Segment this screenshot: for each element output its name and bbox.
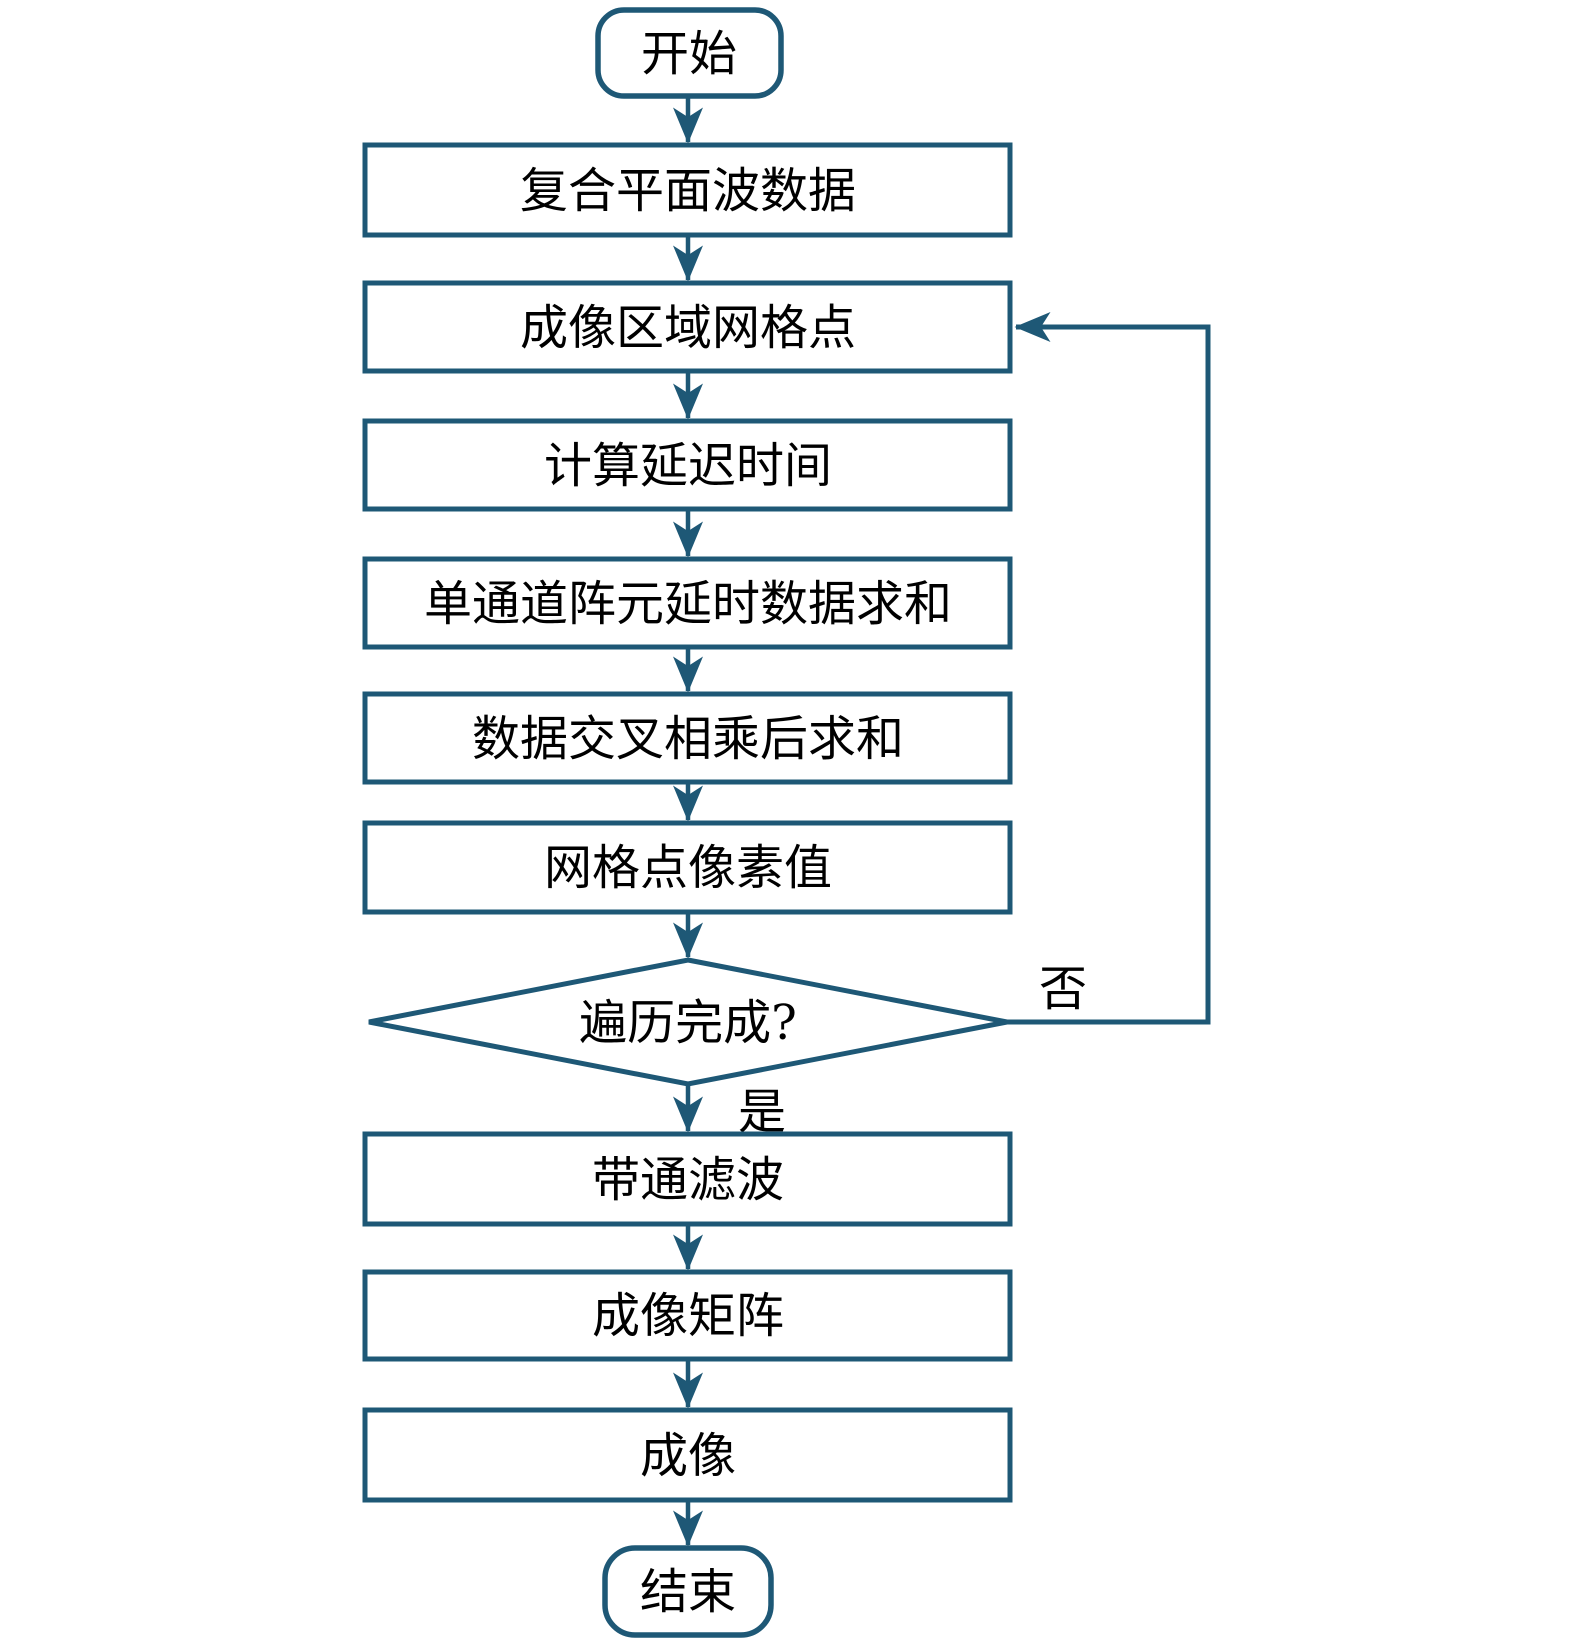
node-imaging-matrix-label: 成像矩阵 (592, 1288, 784, 1344)
node-start-label: 开始 (641, 26, 737, 82)
node-pixel-value-label: 网格点像素值 (544, 840, 832, 896)
branch-label-yes: 是 (738, 1084, 786, 1140)
arrow-loop-no-to-grid-points (1007, 312, 1211, 1025)
node-cross-multiply-sum-label: 数据交叉相乘后求和 (472, 711, 904, 767)
node-grid-points-label: 成像区域网格点 (520, 300, 856, 356)
node-imaging: 成像 (362, 1407, 1013, 1503)
node-bandpass-filter-label: 带通滤波 (592, 1152, 784, 1208)
branch-label-no: 否 (1039, 961, 1087, 1017)
node-end-label: 结束 (640, 1564, 736, 1620)
node-traversal-done-label: 遍历完成? (579, 995, 797, 1051)
node-grid-points: 成像区域网格点 (362, 280, 1013, 374)
node-cross-multiply-sum: 数据交叉相乘后求和 (362, 691, 1013, 785)
node-traversal-done: 遍历完成? (368, 957, 1008, 1087)
node-delay-time-label: 计算延迟时间 (544, 438, 832, 494)
node-imaging-matrix: 成像矩阵 (362, 1269, 1013, 1362)
node-bandpass-filter: 带通滤波 (362, 1131, 1013, 1227)
node-end: 结束 (602, 1545, 774, 1638)
node-delay-time: 计算延迟时间 (362, 418, 1013, 512)
node-channel-delay-sum-label: 单通道阵元延时数据求和 (424, 576, 952, 632)
node-plane-wave-data-label: 复合平面波数据 (520, 163, 856, 219)
node-start: 开始 (595, 7, 784, 99)
node-imaging-label: 成像 (640, 1428, 736, 1484)
node-channel-delay-sum: 单通道阵元延时数据求和 (362, 556, 1013, 650)
node-plane-wave-data: 复合平面波数据 (362, 142, 1013, 238)
node-pixel-value: 网格点像素值 (362, 820, 1013, 915)
